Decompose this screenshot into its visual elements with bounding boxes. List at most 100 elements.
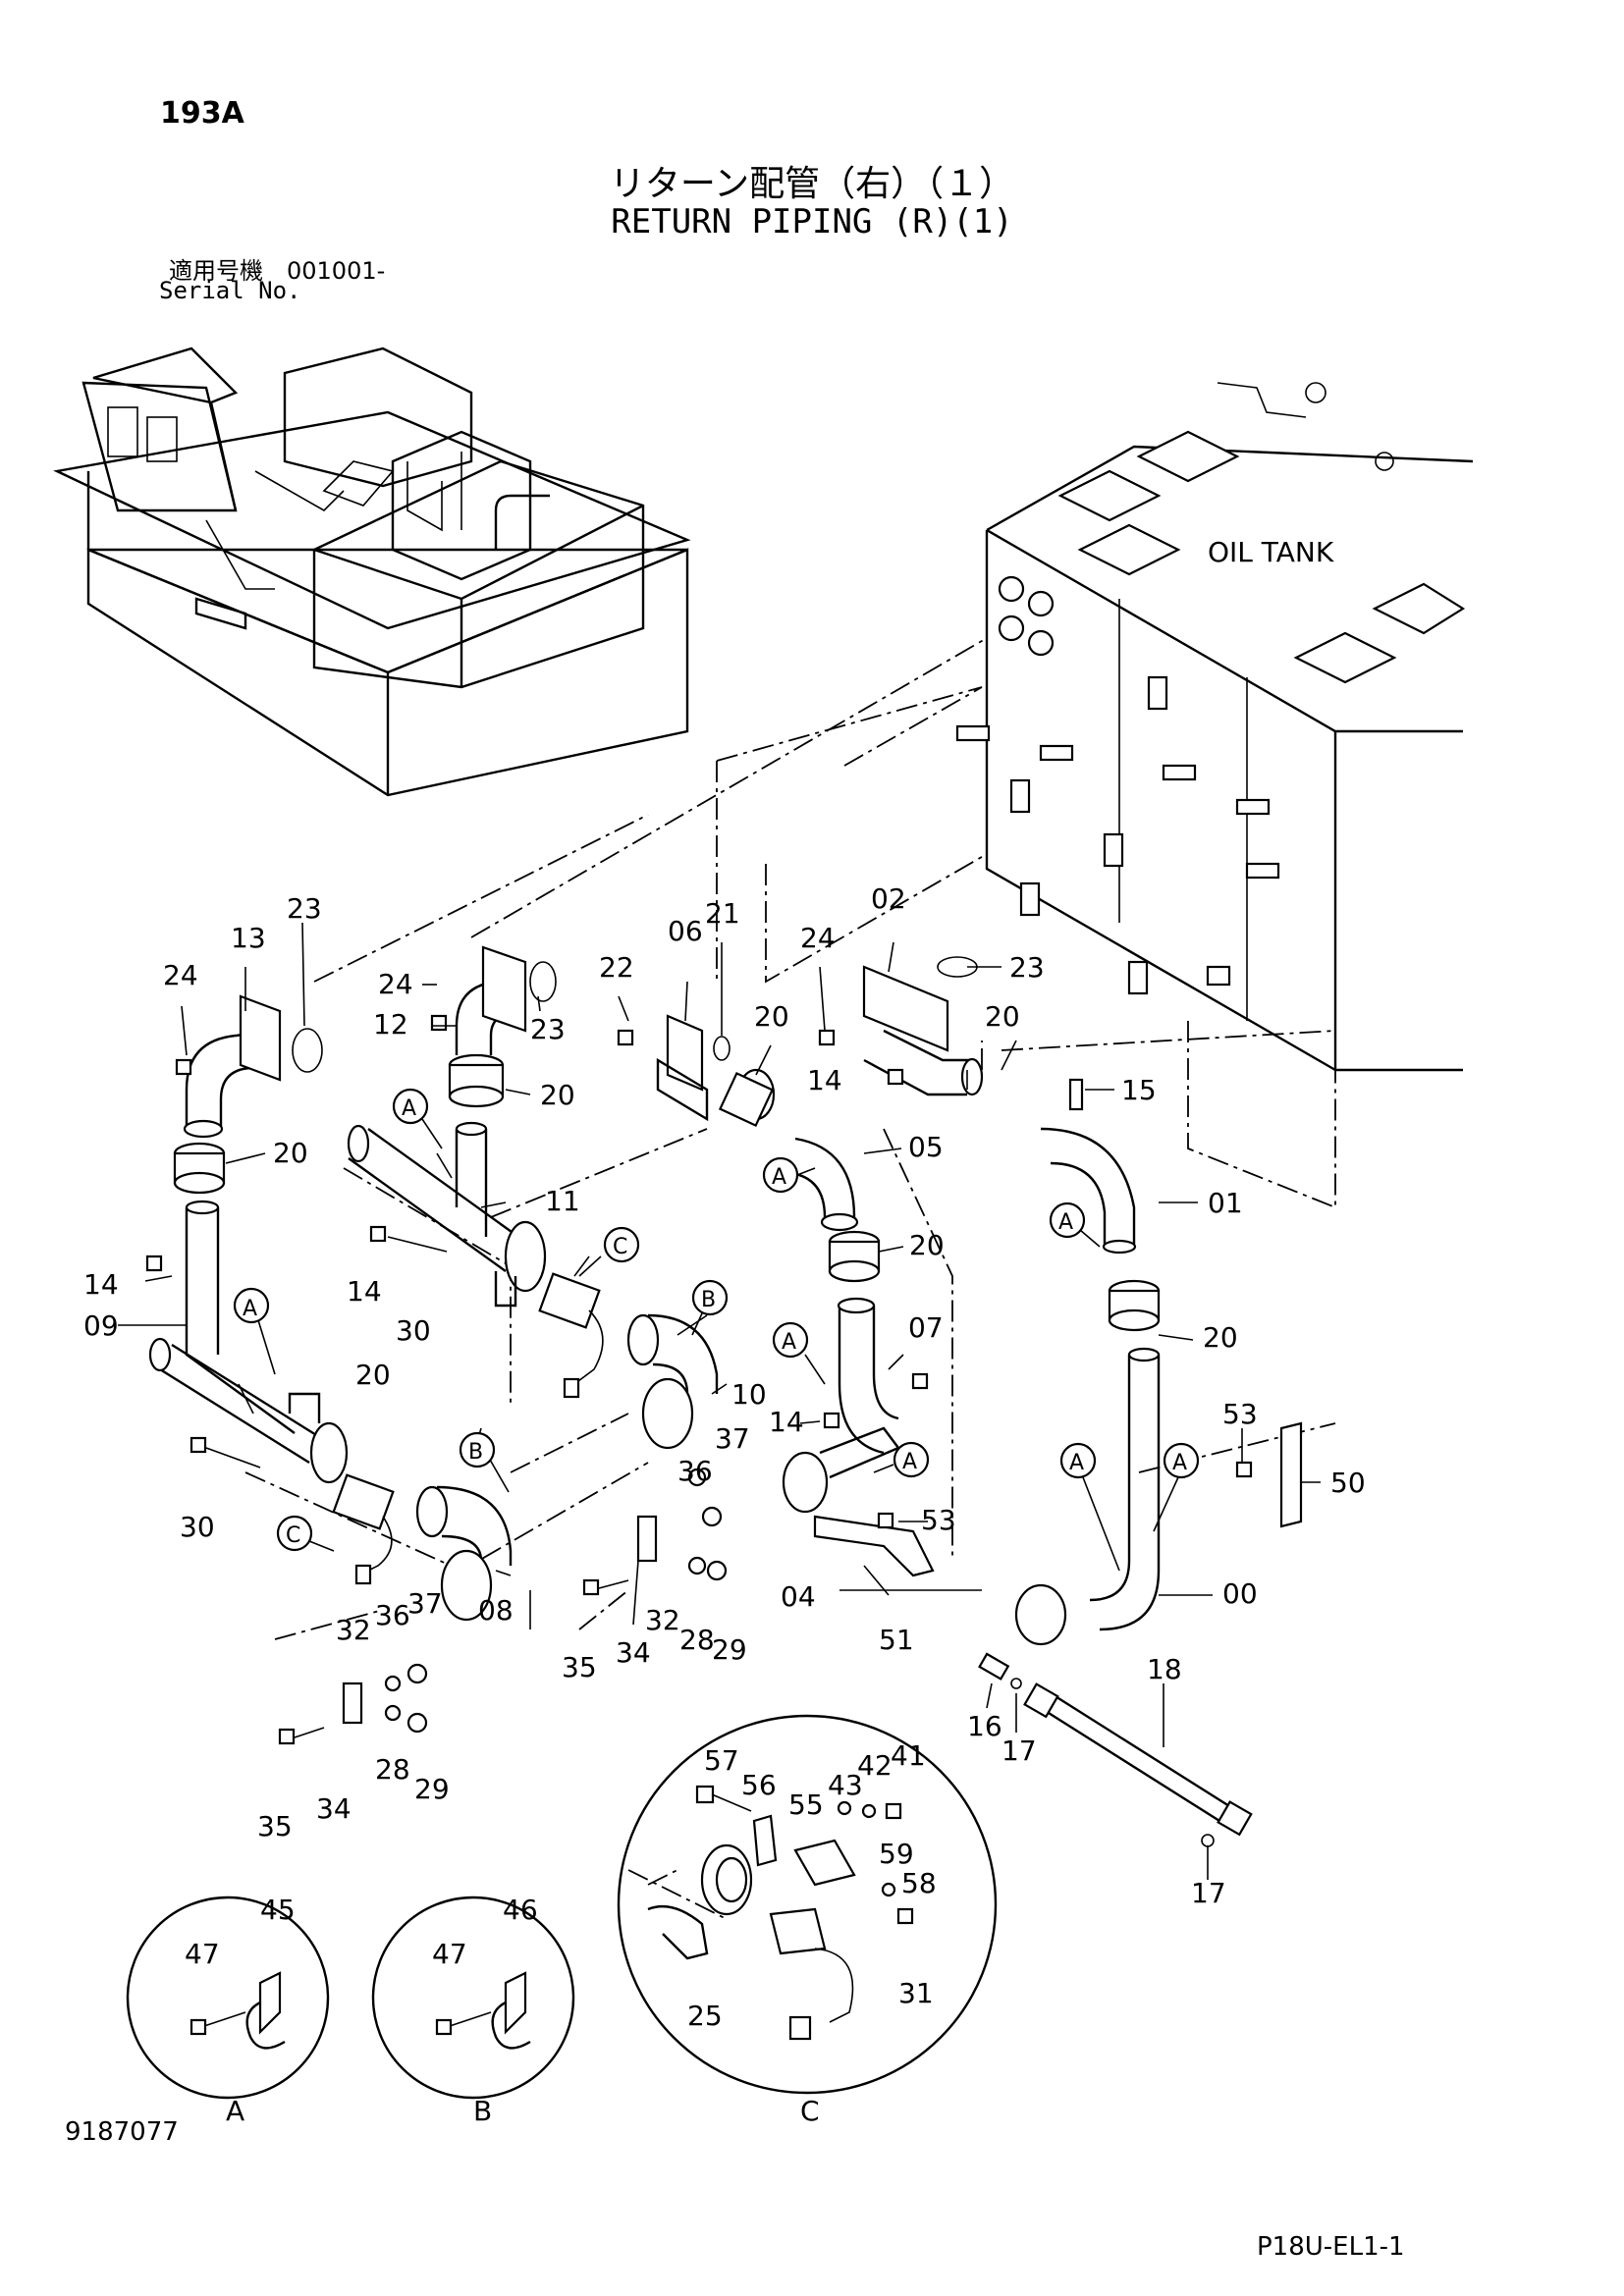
- callout-43: 43: [828, 1769, 863, 1801]
- page-title-japanese: リターン配管（右）（１）: [609, 164, 1015, 204]
- oil-tank-label: OIL TANK: [1208, 536, 1334, 568]
- callout-23b: 23: [530, 1013, 566, 1045]
- callout-a-ref-3: A: [772, 1165, 786, 1190]
- callout-42: 42: [857, 1749, 893, 1782]
- assembly-reference-lines: [244, 637, 1336, 1640]
- page-number: 193A: [160, 96, 244, 131]
- detail-view-a-label: A: [226, 2095, 244, 2127]
- callout-32b: 32: [336, 1614, 371, 1646]
- callout-a-ref-2: A: [402, 1096, 416, 1121]
- callout-20e: 20: [909, 1229, 945, 1261]
- callout-labels: 23 13 24 20 14 09 A 20 30 C 24 12 23 20 …: [83, 882, 1366, 2032]
- detail-view-a: [126, 1896, 330, 2100]
- serial-number-label: Serial No.: [159, 277, 301, 304]
- callout-25: 25: [687, 2000, 723, 2032]
- callout-b-ref-2: B: [468, 1440, 483, 1465]
- callout-56: 56: [741, 1769, 777, 1801]
- callout-leaders: [118, 922, 1321, 1880]
- callout-05: 05: [908, 1131, 944, 1163]
- callout-01: 01: [1208, 1187, 1243, 1219]
- callout-04: 04: [781, 1580, 816, 1613]
- callout-31: 31: [898, 1977, 934, 2009]
- detail-view-b: [371, 1896, 575, 2100]
- callout-c-ref-2: C: [613, 1235, 627, 1259]
- callout-28b: 28: [375, 1753, 410, 1786]
- callout-14d: 14: [769, 1406, 804, 1438]
- callout-13: 13: [231, 922, 266, 954]
- callout-34a: 34: [616, 1636, 651, 1669]
- callout-45: 45: [260, 1894, 296, 1926]
- callout-51: 51: [879, 1624, 914, 1656]
- callout-16: 16: [967, 1710, 1002, 1742]
- callout-a-ref-5: A: [902, 1450, 917, 1474]
- callout-02: 02: [871, 882, 906, 915]
- callout-53b: 53: [1222, 1398, 1258, 1430]
- machine-overview-drawing: [53, 347, 691, 797]
- callout-a-ref-7: A: [1069, 1451, 1084, 1475]
- callout-35b: 35: [257, 1810, 293, 1842]
- callout-17b: 17: [1191, 1877, 1226, 1909]
- page-code: P18U-EL1-1: [1257, 2232, 1405, 2262]
- reference-circles: [233, 1088, 1200, 1572]
- callout-15: 15: [1121, 1074, 1157, 1106]
- callout-32a: 32: [645, 1604, 680, 1636]
- callout-07: 07: [908, 1311, 944, 1344]
- callout-24c: 24: [800, 922, 836, 954]
- callout-00: 00: [1222, 1577, 1258, 1610]
- callout-41: 41: [891, 1739, 926, 1772]
- callout-18: 18: [1147, 1653, 1182, 1685]
- callout-12: 12: [373, 1008, 408, 1041]
- callout-28a: 28: [679, 1624, 715, 1656]
- callout-30b: 30: [396, 1314, 431, 1347]
- callout-29a: 29: [712, 1633, 747, 1666]
- callout-14a: 14: [83, 1268, 119, 1301]
- callout-37b: 37: [407, 1587, 443, 1620]
- callout-c-ref-1: C: [286, 1523, 300, 1548]
- callout-06: 06: [668, 915, 703, 947]
- callout-a-ref-1: A: [243, 1297, 257, 1321]
- callout-08: 08: [478, 1594, 514, 1627]
- callout-14b: 14: [347, 1275, 382, 1308]
- detail-view-c-label: C: [800, 2095, 820, 2127]
- callout-47b: 47: [432, 1938, 467, 1970]
- callout-58: 58: [901, 1867, 937, 1899]
- callout-35a: 35: [562, 1651, 597, 1683]
- callout-50: 50: [1330, 1467, 1366, 1499]
- callout-36a: 36: [677, 1455, 713, 1487]
- callout-20f: 20: [985, 1000, 1020, 1033]
- callout-17a: 17: [1001, 1735, 1037, 1767]
- callout-10: 10: [731, 1378, 767, 1411]
- callout-36b: 36: [375, 1599, 410, 1631]
- callout-a-ref-6: A: [1058, 1210, 1073, 1235]
- detail-view-c: [617, 1714, 998, 2095]
- callout-47a: 47: [185, 1938, 220, 1970]
- callout-21: 21: [705, 897, 740, 930]
- callout-53a: 53: [921, 1504, 956, 1536]
- callout-a-ref-4: A: [782, 1330, 796, 1355]
- callout-20g: 20: [1203, 1321, 1238, 1354]
- callout-30a: 30: [180, 1511, 215, 1543]
- callout-20b: 20: [355, 1359, 391, 1391]
- callout-22: 22: [599, 951, 634, 984]
- callout-a-ref-8: A: [1172, 1451, 1187, 1475]
- callout-24b: 24: [378, 968, 413, 1000]
- page-title-english: RETURN PIPING (R)(1): [611, 202, 1013, 241]
- callout-14c: 14: [807, 1064, 842, 1096]
- callout-59: 59: [879, 1838, 914, 1870]
- callout-20a: 20: [273, 1137, 308, 1169]
- callout-11: 11: [545, 1185, 580, 1217]
- callout-29b: 29: [414, 1773, 450, 1805]
- callout-34b: 34: [316, 1792, 352, 1825]
- callout-57: 57: [704, 1744, 739, 1777]
- callout-55: 55: [788, 1789, 824, 1821]
- serial-applicability-japanese: 適用号機 001001-: [169, 257, 386, 285]
- callout-20d: 20: [754, 1000, 789, 1033]
- document-number: 9187077: [65, 2117, 179, 2147]
- callout-24a: 24: [163, 959, 198, 991]
- callout-46: 46: [503, 1894, 538, 1926]
- callout-b-ref-1: B: [701, 1288, 716, 1312]
- detail-view-b-label: B: [473, 2095, 492, 2127]
- callout-23c: 23: [1009, 951, 1045, 984]
- callout-20c: 20: [540, 1079, 575, 1111]
